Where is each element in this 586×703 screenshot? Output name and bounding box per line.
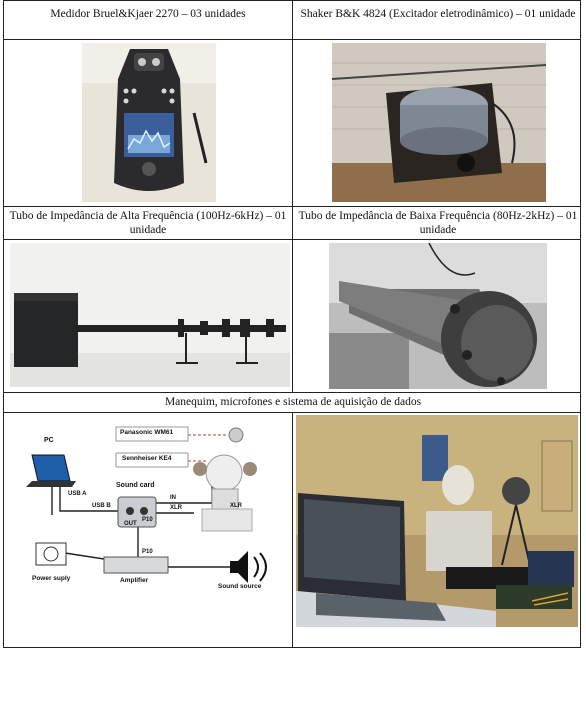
shaker-caption: Shaker B&K 4824 (Excitador eletrodinâmic…	[300, 8, 576, 20]
equipment-table: Medidor Bruel&Kjaer 2270 – 03 unidades S…	[3, 0, 581, 648]
in-label: IN	[170, 495, 176, 501]
shaker-photo	[332, 43, 546, 202]
p10-label-2: P10	[142, 549, 153, 555]
column-divider	[292, 412, 293, 648]
power-supply-label: Power suply	[32, 575, 71, 582]
row-divider	[4, 392, 580, 393]
amplifier-label: Amplifier	[120, 577, 149, 584]
mannequin-setup-photo	[296, 415, 578, 627]
out-label: OUT	[124, 521, 137, 527]
panasonic-label: Panasonic WM61	[120, 429, 174, 436]
xlr-label-2: XLR	[230, 503, 242, 509]
sound-card-label: Sound card	[116, 482, 155, 489]
pc-label: PC	[44, 437, 54, 444]
acquisition-diagram: PC USB A USB B Sound card IN XLR XLR OUT…	[16, 419, 286, 595]
usb-a-label: USB A	[68, 491, 87, 497]
column-divider	[292, 1, 293, 392]
meter-caption: Medidor Bruel&Kjaer 2270 – 03 unidades	[50, 8, 246, 20]
p10-label: P10	[142, 517, 153, 523]
tube-low-caption: Tubo de Impedância de Baixa Frequência (…	[298, 210, 578, 236]
usb-b-label: USB B	[92, 503, 111, 509]
xlr-label: XLR	[170, 505, 182, 511]
sennheiser-label: Sennheiser KE4	[122, 455, 172, 462]
high-frequency-tube-photo	[10, 243, 290, 387]
tube-high-caption: Tubo de Impedância de Alta Frequência (1…	[9, 210, 287, 236]
low-frequency-tube-photo	[329, 243, 547, 389]
sound-source-label: Sound source	[218, 583, 262, 590]
sound-level-meter-photo	[82, 43, 216, 202]
mannequin-caption: Manequim, microfones e sistema de aquisi…	[164, 396, 422, 408]
